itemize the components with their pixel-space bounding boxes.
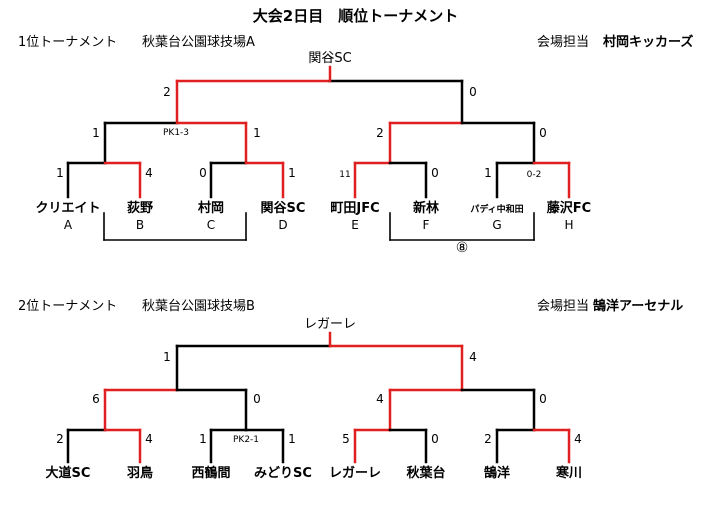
bracket1-venue: 秋葉台公園球技場A <box>142 35 255 50</box>
b2-r1-score: 2 <box>484 432 492 446</box>
b1-team-letter: D <box>278 218 287 232</box>
bracket2-manager: 鵠洋アーセナル <box>593 299 684 314</box>
b1-team: パディ中和田 <box>470 203 523 215</box>
b2-team: レガーレ <box>329 466 381 481</box>
b1-team-letter: E <box>351 218 359 232</box>
b1-r1-score: 1 <box>288 166 296 180</box>
b1-team: 荻野 <box>127 200 153 216</box>
bracket2-lines <box>66 331 571 464</box>
b1-semi-score: 0 <box>539 126 547 140</box>
b2-team: 秋葉台 <box>406 465 445 481</box>
b1-r1-score: 11 <box>339 170 350 180</box>
b2-team: 西鶴間 <box>191 465 230 481</box>
b1-winner: 関谷SC <box>308 51 351 66</box>
b2-team: 大道SC <box>46 465 91 481</box>
b1-team-letter: B <box>136 218 144 232</box>
b1-r1-score: 0-2 <box>527 170 542 180</box>
b2-pk-label: PK2-1 <box>233 435 259 445</box>
b1-team: 新林 <box>413 200 439 216</box>
b2-r1-score: 1 <box>288 432 296 446</box>
b1-r1-score: 1 <box>484 166 492 180</box>
b1-team-letter: A <box>64 218 73 232</box>
bracket1-lines <box>66 65 571 241</box>
b1-team: クリエイト <box>35 201 100 216</box>
b1-team: 村岡 <box>198 200 224 216</box>
b2-final-score-left: 1 <box>163 350 171 364</box>
bracket1-manager-label: 会場担当 <box>537 35 590 50</box>
b1-team: 町田JFC <box>330 201 379 216</box>
b1-semi-score: 1 <box>92 126 100 140</box>
b1-pk-label: PK1-3 <box>163 128 189 138</box>
b1-team: 藤沢FC <box>547 200 591 216</box>
b2-semi-score: 0 <box>539 392 547 406</box>
b1-team-letter: F <box>423 218 430 232</box>
b1-r1-score: 1 <box>56 166 64 180</box>
b2-winner: レガーレ <box>304 317 356 332</box>
b1-semi-score: 1 <box>253 126 261 140</box>
b1-r1-score: 0 <box>199 166 207 180</box>
bracket2-venue: 秋葉台公園球技場B <box>142 299 255 314</box>
b2-team: 羽鳥 <box>127 465 153 481</box>
b2-r1-score: 4 <box>145 432 153 446</box>
bracket2-manager-label: 会場担当 <box>537 299 590 314</box>
b2-r1-score: 5 <box>342 432 350 446</box>
b2-semi-score: 0 <box>253 392 261 406</box>
b1-match-number: ⑧ <box>456 240 469 256</box>
b1-team-letter: C <box>207 218 215 232</box>
b1-r1-score: 0 <box>431 166 439 180</box>
b2-semi-score: 6 <box>92 392 100 406</box>
page-title: 大会2日目 順位トーナメント <box>252 7 459 25</box>
b1-r1-score: 4 <box>145 166 153 180</box>
b2-r1-score: 1 <box>199 432 207 446</box>
bracket1-manager: 村岡キッカーズ <box>603 35 694 50</box>
b1-final-score-right: 0 <box>469 85 477 99</box>
b2-team: 鵠洋 <box>484 465 510 481</box>
b2-semi-score: 4 <box>376 392 384 406</box>
b1-semi-score: 2 <box>376 126 384 140</box>
bracket2-header: 2位トーナメント <box>18 299 118 314</box>
b1-team-letter: H <box>564 218 573 232</box>
b1-team-letter: G <box>492 218 501 232</box>
b2-final-score-right: 4 <box>469 350 477 364</box>
bracket1-header: 1位トーナメント <box>18 35 118 50</box>
b1-final-score-left: 2 <box>163 85 171 99</box>
b2-r1-score: 4 <box>574 432 582 446</box>
b2-r1-score: 2 <box>56 432 64 446</box>
b1-team: 関谷SC <box>261 200 306 216</box>
b2-r1-score: 0 <box>431 432 439 446</box>
b2-team: みどりSC <box>254 466 312 481</box>
b2-team: 寒川 <box>555 465 582 481</box>
